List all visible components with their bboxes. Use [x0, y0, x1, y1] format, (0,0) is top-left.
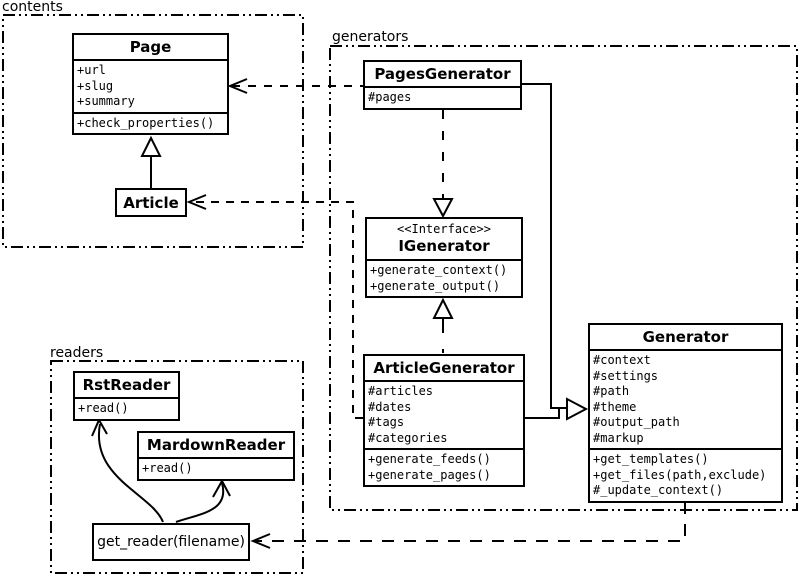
- method: +generate_output(): [370, 278, 501, 293]
- realization-articlegenerator-to-igenerator: [432, 297, 454, 353]
- class-pagesgenerator-title: PagesGenerator: [374, 65, 511, 83]
- attribute: #pages: [368, 90, 412, 104]
- open-arrowhead-icon: [250, 533, 271, 549]
- attribute: #path: [593, 384, 630, 398]
- association-getreader-to-mardownreader: [175, 478, 231, 523]
- attribute: #tags: [368, 415, 405, 429]
- class-pagesgenerator: PagesGenerator #pages: [363, 60, 522, 110]
- class-rstreader: RstReader +read(): [73, 371, 180, 421]
- class-generator-attributes: #context #settings #path #theme #output_…: [590, 349, 781, 448]
- attribute: #output_path: [593, 415, 680, 429]
- method: +get_templates(): [593, 452, 709, 466]
- attribute: #markup: [593, 430, 644, 445]
- class-rstreader-title: RstReader: [82, 376, 171, 394]
- class-mardownreader: MardownReader +read(): [137, 431, 295, 481]
- class-generator-methods: +get_templates() +get_files(path,exclude…: [590, 448, 781, 501]
- attribute: #theme: [593, 399, 637, 414]
- class-igenerator: <<Interface>> IGenerator +generate_conte…: [365, 217, 523, 298]
- method: +read(): [142, 461, 193, 475]
- class-generator-title: Generator: [642, 328, 729, 346]
- attribute: +url: [77, 63, 106, 77]
- open-arrowhead-icon: [186, 194, 207, 210]
- class-page: Page +url +slug +summary +check_properti…: [72, 33, 229, 135]
- method: +check_properties(): [77, 115, 215, 130]
- contents-package-border: [2, 14, 304, 248]
- readers-package-label: readers: [50, 345, 104, 361]
- inheritance-articlegenerator-to-generator: [525, 408, 560, 419]
- class-generator: Generator #context #settings #path #them…: [588, 323, 783, 503]
- class-igenerator-stereotype: <<Interface>>: [397, 222, 491, 236]
- attribute: +slug: [77, 78, 114, 93]
- class-page-title: Page: [129, 38, 172, 56]
- hollow-triangle-arrowhead-icon: [566, 397, 589, 421]
- generators-package-border: [329, 45, 798, 511]
- method: #_update_context(): [593, 483, 724, 497]
- method: +generate_pages(): [368, 467, 491, 482]
- class-articlegenerator: ArticleGenerator #articles #dates #tags …: [363, 354, 525, 487]
- attribute: #categories: [368, 430, 448, 445]
- class-igenerator-title: IGenerator: [398, 237, 490, 255]
- inheritance-pagesgenerator-to-generator: [522, 83, 567, 409]
- class-mardownreader-methods: +read(): [139, 457, 293, 479]
- inheritance-article-to-page: [140, 135, 162, 188]
- class-igenerator-header: <<Interface>> IGenerator: [367, 219, 521, 259]
- class-article-title: Article: [123, 193, 179, 212]
- attribute: #articles: [368, 384, 434, 398]
- dependency-generator-to-getreader: [250, 502, 686, 549]
- attribute: #dates: [368, 399, 412, 414]
- class-articlegenerator-title: ArticleGenerator: [373, 359, 515, 377]
- dependency-pagesgenerator-to-page: [227, 78, 363, 94]
- attribute: #context: [593, 353, 651, 367]
- class-rstreader-methods: +read(): [75, 397, 178, 419]
- method: +generate_feeds(): [368, 452, 491, 466]
- class-page-attributes: +url +slug +summary: [74, 59, 227, 112]
- class-pagesgenerator-attributes: #pages: [365, 86, 520, 108]
- open-arrowhead-icon: [212, 478, 231, 498]
- method: +read(): [78, 401, 129, 415]
- method: +get_files(path,exclude): [593, 467, 767, 482]
- class-mardownreader-title: MardownReader: [146, 436, 286, 454]
- class-article: Article: [115, 188, 187, 217]
- open-arrowhead-icon: [227, 78, 248, 94]
- attribute: #settings: [593, 368, 659, 383]
- method: +generate_context(): [370, 263, 508, 277]
- attribute: +summary: [77, 94, 135, 108]
- function-get-reader: get_reader(filename): [92, 523, 250, 561]
- dependency-articlegenerator-to-article: [186, 194, 363, 419]
- generators-package-label: generators: [332, 29, 409, 45]
- realization-pagesgenerator-to-igenerator: [432, 110, 454, 219]
- function-get-reader-label: get_reader(filename): [97, 534, 245, 550]
- class-articlegenerator-methods: +generate_feeds() +generate_pages(): [365, 448, 523, 485]
- readers-package-border: [50, 360, 304, 574]
- contents-package-label: contents: [2, 0, 63, 15]
- class-page-methods: +check_properties(): [74, 111, 227, 134]
- class-articlegenerator-attributes: #articles #dates #tags #categories: [365, 380, 523, 448]
- class-igenerator-methods: +generate_context() +generate_output(): [367, 259, 521, 296]
